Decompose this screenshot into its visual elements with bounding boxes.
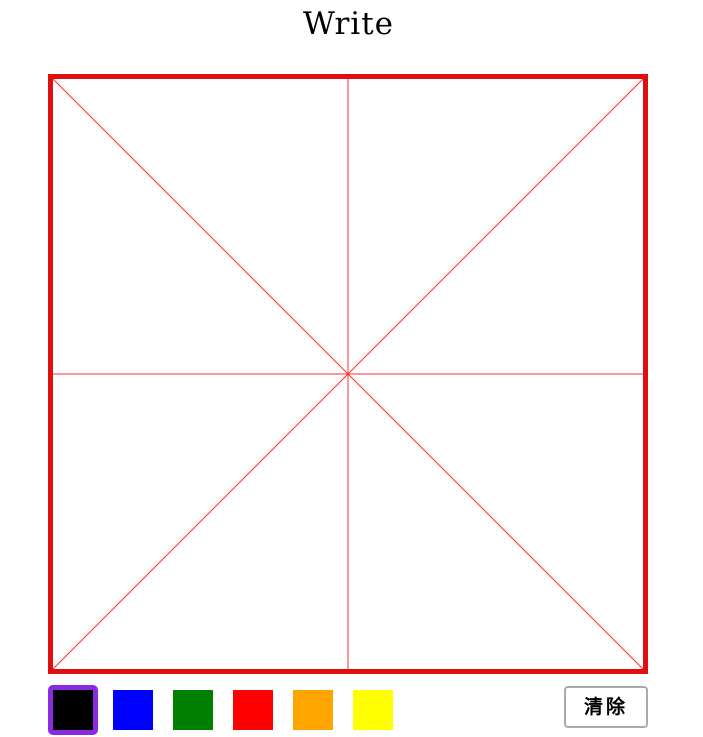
color-swatch-yellow[interactable] <box>353 690 393 730</box>
color-swatch-green[interactable] <box>173 690 213 730</box>
mi-grid-guides <box>53 79 643 669</box>
page-title: Write <box>302 6 394 42</box>
color-swatch-orange[interactable] <box>293 690 333 730</box>
color-swatch-black[interactable] <box>48 685 98 735</box>
diagonal-guide-line-tr-bl <box>53 79 643 669</box>
color-swatch-red[interactable] <box>233 690 273 730</box>
color-swatch-blue[interactable] <box>113 690 153 730</box>
toolbar: 清除 <box>48 685 648 735</box>
writing-canvas[interactable] <box>48 74 648 674</box>
clear-button[interactable]: 清除 <box>564 686 648 728</box>
